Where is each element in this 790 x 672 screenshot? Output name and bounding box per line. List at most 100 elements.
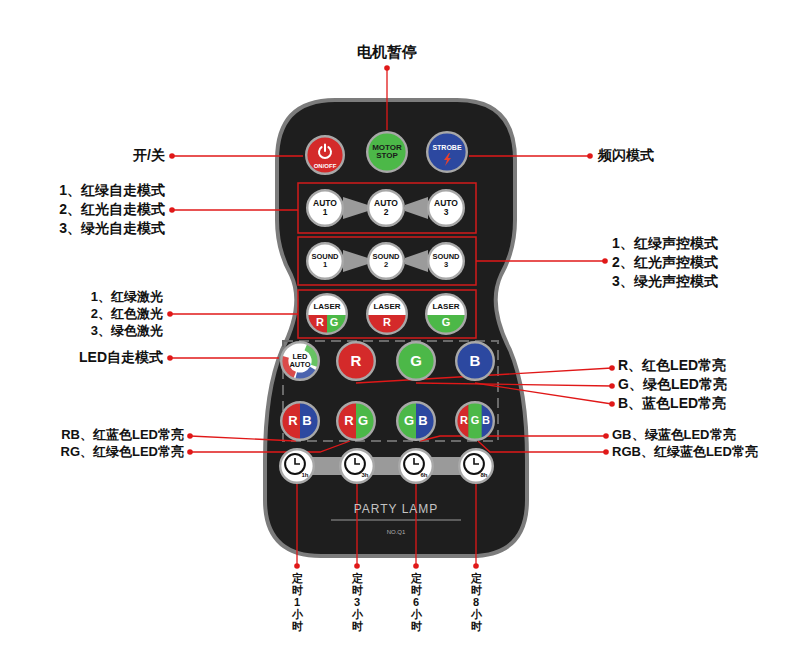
callout-label: 1、红绿自走模式	[59, 182, 165, 200]
label-holder: 定时3小时	[352, 572, 363, 632]
text-holder: PARTY LAMP	[354, 502, 439, 516]
label-holder: 1、红绿声控模式	[612, 235, 718, 253]
label-holder: LED自走模式	[79, 349, 163, 367]
button-label: 6h	[420, 472, 427, 478]
button-label: G	[442, 317, 451, 329]
text-holder: AUTO 1	[313, 199, 337, 217]
button-label: SOUND 3	[432, 253, 459, 269]
body-shell	[265, 100, 527, 556]
button-label: MOTOR STOP	[372, 144, 402, 161]
remote-button: RB	[280, 401, 320, 441]
text-holder: 3h	[361, 472, 368, 478]
remote-button: AUTO 1	[306, 189, 344, 227]
text-holder: 1h	[301, 472, 308, 478]
label-holder: 2、红色激光	[91, 305, 163, 323]
text-holder: R	[383, 317, 391, 329]
button-label: G	[404, 414, 414, 428]
callout-label: 频闪模式	[598, 147, 654, 165]
group-frames	[298, 183, 476, 338]
remote-button: SOUND 2	[367, 242, 405, 280]
text-holder: ON/OFF	[314, 163, 337, 169]
label-holder: 3、绿光声控模式	[612, 273, 718, 291]
label-holder: 3、绿光自走模式	[59, 220, 165, 238]
remote-button: RGB	[455, 401, 495, 441]
remote-button: G	[396, 341, 436, 381]
timer-callout: 定时1小时	[292, 572, 303, 632]
button-face	[279, 448, 315, 484]
label-holder: B、蓝色LED常亮	[618, 395, 726, 413]
text-holder: MOTOR STOP	[372, 144, 402, 161]
label-holder: 频闪模式	[598, 147, 654, 165]
button-label: R	[316, 317, 324, 329]
button-label: AUTO 2	[374, 199, 398, 217]
remote-button: 1h	[279, 448, 315, 484]
callout-label: 1、红绿激光	[91, 288, 163, 306]
label-holder: 定时6小时	[411, 572, 422, 632]
text-holder: R	[351, 353, 362, 369]
text-holder: 6h	[420, 472, 427, 478]
label-holder: 定时8小时	[471, 572, 482, 632]
callout-label: G、绿色LED常亮	[618, 376, 727, 394]
button-label: 3h	[361, 472, 368, 478]
button-label: LASER	[313, 303, 340, 311]
label-holder: 3、绿色激光	[91, 322, 163, 340]
button-face	[425, 293, 467, 335]
text-holder: NO.Q1	[387, 529, 406, 535]
label-holder: 1、红绿激光	[91, 288, 163, 306]
callout-label: RGB、红绿蓝色LED常亮	[612, 443, 758, 461]
callout-label: 3、绿色激光	[91, 322, 163, 340]
text-holder: LED AUTO	[289, 353, 310, 369]
button-face	[458, 448, 494, 484]
remote-button: 8h	[458, 448, 494, 484]
button-label: 8h	[480, 472, 487, 478]
label-holder: R、红色LED常亮	[618, 357, 726, 375]
button-label: LASER	[373, 303, 400, 311]
button-label: SOUND 2	[372, 253, 399, 269]
label-holder: 2、红光自走模式	[59, 201, 165, 219]
button-label: LED AUTO	[289, 353, 310, 369]
remote-button: ON/OFF	[305, 135, 345, 175]
button-label: AUTO 1	[313, 199, 337, 217]
button-label: STROBE	[432, 144, 461, 151]
led-zone	[283, 341, 498, 441]
button-face	[280, 401, 320, 441]
remote-button: 6h	[398, 448, 434, 484]
remote-button: LED AUTO	[280, 341, 320, 381]
callout-label: B、蓝色LED常亮	[618, 395, 726, 413]
text-holder: G	[471, 415, 480, 427]
button-label: G	[330, 317, 339, 329]
text-holder: R	[316, 317, 324, 329]
button-label: R	[288, 414, 297, 428]
remote-button: SOUND 1	[306, 242, 344, 280]
text-holder: STROBE	[432, 144, 461, 151]
callout-label: RG、红绿色LED常亮	[61, 443, 185, 461]
button-label: B	[470, 353, 481, 369]
button-label: B	[482, 415, 490, 427]
callout-label: GB、绿蓝色LED常亮	[612, 426, 736, 444]
text-holder: 8h	[480, 472, 487, 478]
remote-button: B	[455, 341, 495, 381]
button-label: SOUND 1	[311, 253, 338, 269]
callout-label: 开/关	[133, 147, 165, 165]
remote-button: AUTO 2	[367, 189, 405, 227]
brand-rule	[331, 519, 461, 520]
text-holder: B	[418, 414, 427, 428]
callout-label: 1、红绿声控模式	[612, 235, 718, 253]
timer-bar	[300, 457, 476, 475]
text-holder: G	[358, 414, 368, 428]
text-holder: SOUND 3	[432, 253, 459, 269]
text-holder: LASER	[313, 303, 340, 311]
button-face	[366, 293, 408, 335]
button-label: B	[302, 414, 311, 428]
button-label: 1h	[301, 472, 308, 478]
text-holder: R	[344, 414, 353, 428]
text-holder: B	[482, 415, 490, 427]
label-holder: 1、红绿自走模式	[59, 182, 165, 200]
remote-button: R	[336, 341, 376, 381]
timer-callout: 定时6小时	[411, 572, 422, 632]
brand-name: PARTY LAMP	[354, 502, 439, 516]
leader-dots	[167, 65, 615, 569]
remote-button: LASER RG	[306, 293, 348, 335]
text-holder: B	[302, 414, 311, 428]
